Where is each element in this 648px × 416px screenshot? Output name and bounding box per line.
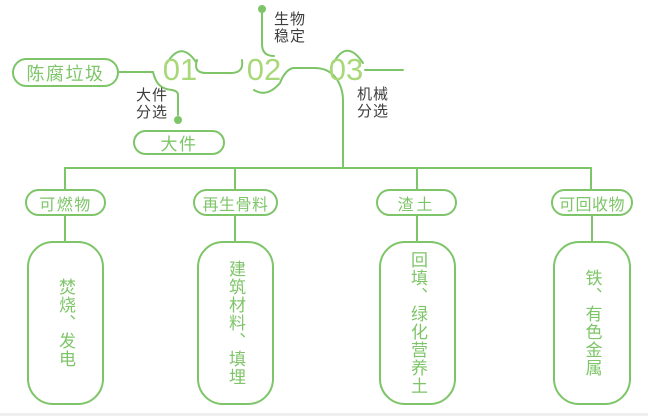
label-bio-stabilization: 生物稳定: [274, 11, 307, 45]
category-pill-recycled-aggregate: 再生骨料: [193, 189, 278, 216]
label-bulky-sorting: 大件分选: [136, 87, 169, 121]
output-box-backfill: 回填、绿化营养土: [379, 241, 456, 405]
arc-over-03: [333, 49, 364, 64]
source-pill: 陈腐垃圾: [12, 58, 119, 87]
category-pill-slag-soil: 渣土: [376, 189, 457, 216]
line-riser-bio: [261, 12, 275, 57]
dot-bulky: [174, 116, 182, 124]
bulky-pill: 大件: [133, 130, 225, 155]
category-pill-recyclables: 可回收物: [551, 189, 633, 216]
bottom-edge-shadow: [0, 413, 648, 416]
label-mechanical-sorting: 机械分选: [357, 86, 390, 120]
step-number-02: 02: [246, 52, 282, 87]
line-02-to-03-drop: [253, 67, 344, 169]
arc-over-01: [166, 50, 197, 64]
step-number-01: 01: [162, 52, 198, 87]
output-box-incineration: 焚烧、发电: [27, 241, 104, 405]
category-pill-combustibles: 可燃物: [25, 189, 106, 216]
line-01-to-02: [195, 59, 244, 74]
output-box-building-material: 建筑材料、填埋: [197, 241, 274, 405]
step-number-03: 03: [328, 52, 364, 87]
output-text-incineration: 焚烧、发电: [56, 278, 75, 368]
output-text-metals: 铁、有色金属: [582, 269, 602, 377]
output-text-backfill: 回填、绿化营养土: [408, 251, 427, 395]
line-branch-bulky: [152, 71, 179, 116]
output-text-building-material: 建筑材料、填埋: [226, 260, 245, 386]
output-box-metals: 铁、有色金属: [553, 241, 631, 405]
dot-bio: [258, 5, 266, 13]
